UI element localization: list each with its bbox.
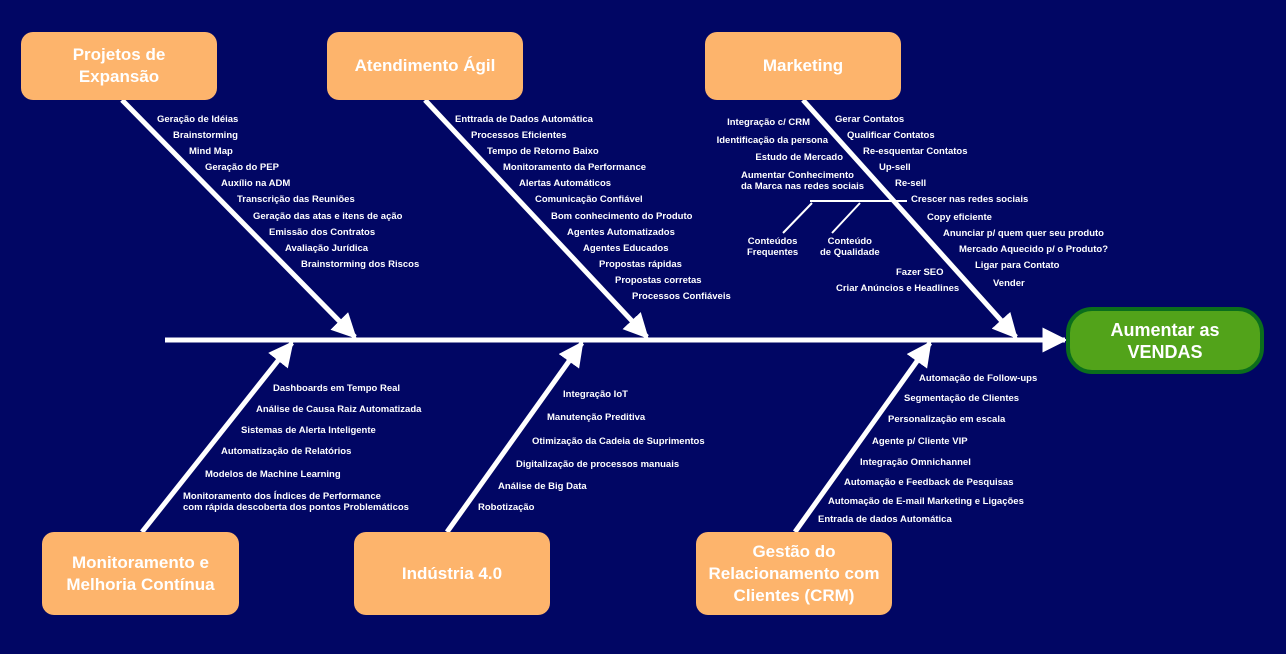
bone-crm	[792, 340, 933, 534]
cause-item: Comunicação Confiável	[535, 194, 643, 205]
cause-item: Geração das atas e itens de ação	[253, 211, 403, 222]
cause-item: Integração Omnichannel	[860, 457, 971, 468]
cause-item: Brainstorming	[173, 130, 238, 141]
bone-monitoramento	[140, 341, 294, 534]
goal-label: Aumentar as VENDAS	[1110, 319, 1220, 362]
cause-item: Automação de Follow-ups	[919, 373, 1038, 384]
cause-item: Up-sell	[879, 162, 911, 173]
category-label: Atendimento Ágil	[354, 56, 496, 75]
cause-item: Qualificar Contatos	[847, 130, 935, 141]
category-monitoramento: Monitoramento e Melhoria Contínua	[42, 532, 239, 615]
cause-item: Agentes Automatizados	[567, 227, 675, 238]
cause-item: Digitalização de processos manuais	[516, 459, 680, 470]
cause-item: Propostas corretas	[615, 275, 702, 286]
cause-item: Análise de Causa Raiz Automatizada	[256, 404, 422, 415]
cause-item: Tempo de Retorno Baixo	[487, 146, 599, 157]
cause-item: Re-esquentar Contatos	[863, 146, 968, 157]
cause-item: Automação e Feedback de Pesquisas	[844, 477, 1014, 488]
cause-item: Vender	[993, 278, 1025, 289]
cause-item: Transcrição das Reuniões	[237, 194, 355, 205]
bone-atendimento	[423, 98, 649, 339]
cause-item: Agente p/ Cliente VIP	[872, 436, 968, 447]
cause-item: Segmentação de Clientes	[904, 393, 1020, 404]
cause-item: Integração c/ CRM	[727, 117, 810, 128]
cause-item: Identificação da persona	[716, 135, 828, 146]
cause-item: Enttrada de Dados Automática	[455, 114, 593, 125]
bone-marketing	[801, 98, 1018, 339]
category-label: Projetos de Expansão	[72, 45, 166, 86]
cause-item: Criar Anúncios e Headlines	[836, 283, 960, 294]
cause-item: Copy eficiente	[927, 212, 992, 223]
cause-item: Otimização da Cadeia de Suprimentos	[532, 436, 705, 447]
category-label: Indústria 4.0	[401, 563, 503, 583]
cause-item: Avaliação Jurídica	[285, 243, 369, 254]
category-atendimento-agil: Atendimento Ágil	[327, 32, 523, 100]
cause-item: Geração do PEP	[205, 162, 279, 173]
category-label: Gestão do Relacionamento com Clientes (C…	[708, 541, 880, 605]
cause-item: Agentes Educados	[583, 243, 669, 254]
cause-item: Automatização de Relatórios	[221, 446, 352, 457]
category-crm: Gestão do Relacionamento com Clientes (C…	[696, 532, 892, 615]
category-marketing: Marketing	[705, 32, 901, 100]
cause-item: Aumentar Conhecimento da Marca nas redes…	[741, 170, 865, 192]
cause-item: Propostas rápidas	[599, 259, 682, 270]
cause-item: Integração IoT	[563, 389, 628, 400]
cause-item: Fazer SEO	[896, 267, 944, 278]
cause-item: Ligar para Contato	[975, 260, 1060, 271]
cause-item: Modelos de Machine Learning	[205, 469, 341, 480]
marketing-sub-label: Conteúdo de Qualidade	[820, 236, 880, 258]
category-projetos-de-expansao: Projetos de Expansão	[21, 32, 217, 100]
marketing-sub-line-2	[831, 202, 861, 234]
cause-item: Bom conhecimento do Produto	[551, 211, 693, 222]
category-label: Monitoramento e Melhoria Contínua	[66, 552, 215, 594]
cause-item: Alertas Automáticos	[519, 178, 612, 189]
cause-item: Processos Eficientes	[471, 130, 567, 141]
cause-item: Gerar Contatos	[835, 114, 905, 125]
marketing-sub-line-1	[782, 202, 813, 234]
cause-item: Sistemas de Alerta Inteligente	[241, 425, 376, 436]
cause-item: Brainstorming dos Riscos	[301, 259, 420, 270]
cause-item: Robotização	[478, 502, 535, 513]
cause-item: Geração de Idéias	[157, 114, 239, 125]
cause-item: Análise de Big Data	[498, 481, 587, 492]
category-industria-4-0: Indústria 4.0	[354, 532, 550, 615]
cause-item: Anunciar p/ quem quer seu produto	[943, 228, 1104, 239]
cause-item: Manutenção Preditiva	[547, 412, 646, 423]
cause-item: Auxílio na ADM	[221, 178, 291, 189]
cause-item: Emissão dos Contratos	[269, 227, 376, 238]
cause-item: Estudo de Mercado	[755, 152, 843, 163]
cause-item: Mercado Aquecido p/ o Produto?	[959, 244, 1109, 255]
category-label: Marketing	[762, 56, 844, 75]
cause-item: Monitoramento da Performance	[503, 162, 647, 173]
cause-item: Processos Confiáveis	[632, 291, 731, 302]
cause-item: Monitoramento dos Índices de Performance…	[183, 491, 409, 513]
cause-item: Automação de E-mail Marketing e Ligações	[828, 496, 1024, 507]
bone-projetos	[120, 98, 357, 339]
cause-item: Entrada de dados Automática	[818, 514, 952, 525]
cause-item: Dashboards em Tempo Real	[273, 383, 401, 394]
marketing-sub-label: Conteúdos Frequentes	[747, 236, 799, 258]
cause-item: Mind Map	[189, 146, 233, 157]
cause-item: Re-sell	[895, 178, 927, 189]
cause-item: Crescer nas redes sociais	[911, 194, 1029, 205]
cause-item: Personalização em escala	[888, 414, 1006, 425]
bone-industria	[444, 340, 585, 534]
goal-box: Aumentar as VENDAS	[1066, 307, 1264, 374]
